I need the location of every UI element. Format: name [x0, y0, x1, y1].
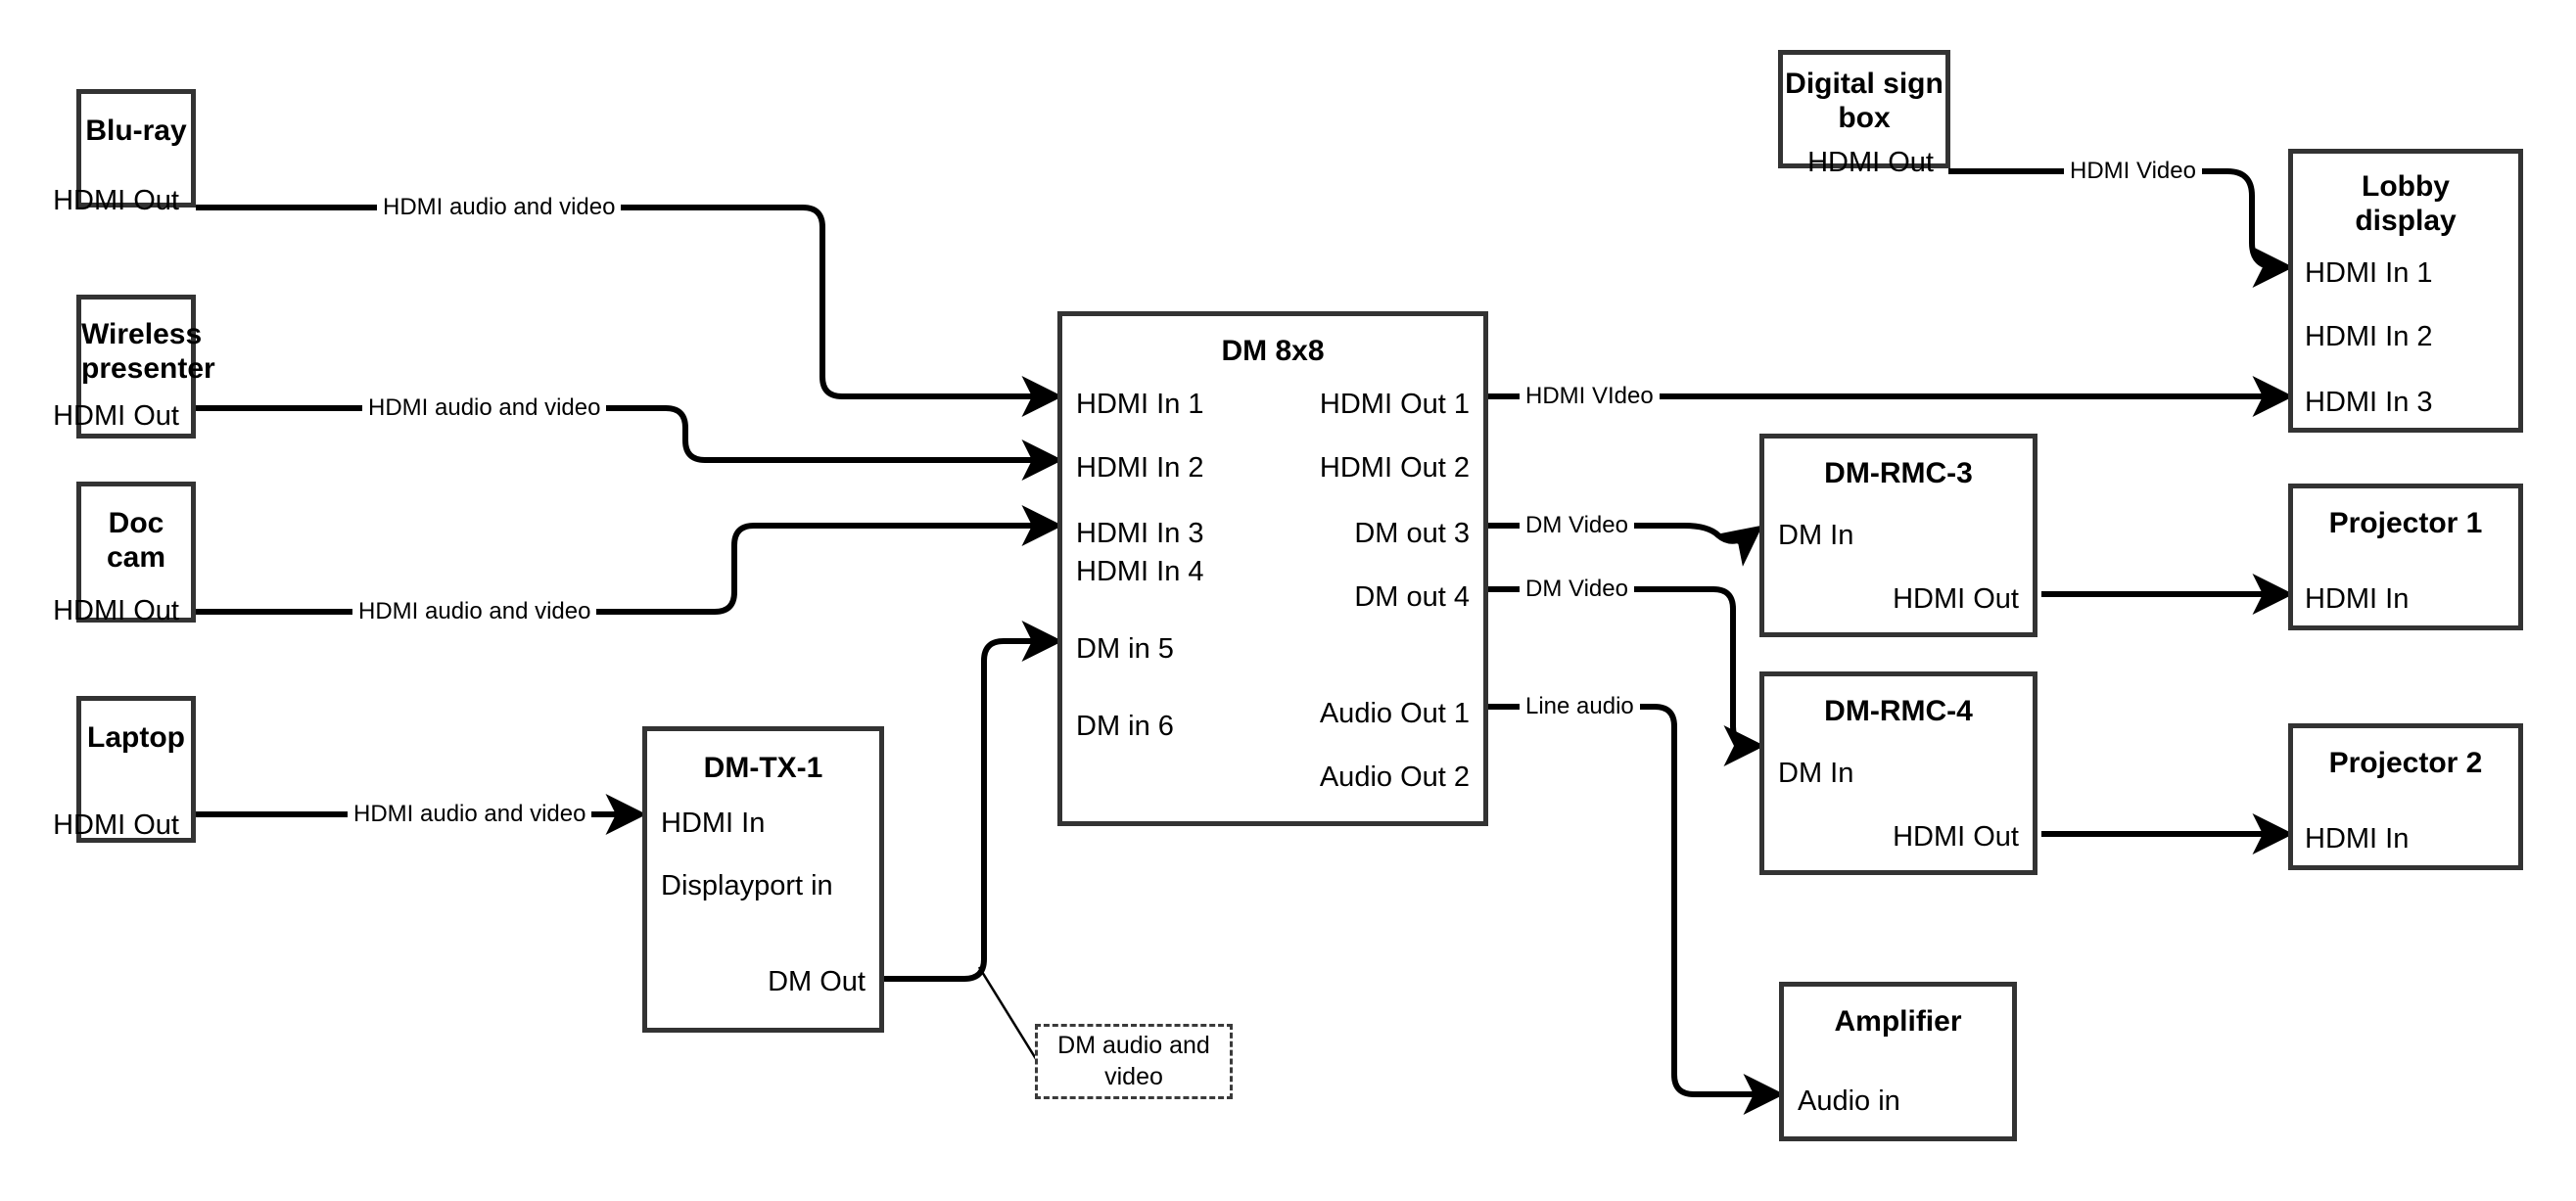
dm-rmc-4-port-dm-in: DM In: [1778, 758, 1854, 789]
dm-tx-1-title: DM-TX-1: [703, 752, 823, 784]
dm-rmc-4-title: DM-RMC-4: [1824, 695, 1973, 727]
dm-rmc-3-port-hdmi-out: HDMI Out: [1893, 583, 2019, 615]
projector-2-port-hdmi-in: HDMI In: [2305, 823, 2410, 855]
node-wireless-presenter[interactable]: Wireless presenter HDMI Out: [53, 295, 215, 439]
edge-label-audio-out-1-to-amp: Line audio: [1520, 695, 1640, 718]
dm-8x8-output-audio-out-2: Audio Out 2: [1319, 762, 1470, 793]
node-dm-rmc-4[interactable]: DM-RMC-4 DM In HDMI Out: [1759, 671, 2037, 875]
lobby-display-title-line1: Lobby: [2362, 170, 2450, 203]
dm-8x8-input-hdmi-in-1: HDMI In 1: [1076, 389, 1204, 420]
node-lobby-display[interactable]: Lobby display HDMI In 1 HDMI In 2 HDMI I…: [2288, 149, 2523, 433]
wire-bluray-to-dm-hdmi-in-1: [196, 205, 1063, 417]
bluray-port-hdmi-out: HDMI Out: [53, 185, 179, 216]
doc-cam-port-hdmi-out: HDMI Out: [53, 595, 179, 626]
wire-dmtx1-to-dm-in-5: [884, 621, 1063, 982]
dm-rmc-4-port-hdmi-out: HDMI Out: [1893, 821, 2019, 853]
dm-8x8-input-dm-in-5: DM in 5: [1076, 633, 1174, 665]
edge-label-signbox-to-lobby: HDMI Video: [2064, 160, 2202, 183]
bluray-title: Blu-ray: [85, 115, 187, 147]
node-laptop[interactable]: Laptop HDMI Out: [53, 696, 196, 843]
wireless-presenter-title-line1: Wireless: [81, 318, 203, 350]
amplifier-port-audio-in: Audio in: [1798, 1086, 1900, 1117]
node-dm-rmc-3[interactable]: DM-RMC-3 DM In HDMI Out: [1759, 434, 2037, 637]
dm-tx-1-port-dm-out: DM Out: [768, 966, 866, 997]
digital-sign-box-title-line1: Digital sign: [1785, 68, 1944, 100]
laptop-port-hdmi-out: HDMI Out: [53, 809, 179, 841]
node-projector-2[interactable]: Projector 2 HDMI In: [2288, 723, 2523, 870]
callout-dm-audio-and-video: DM audio and video: [1035, 1024, 1233, 1099]
edge-label-doccam-to-dm: HDMI audio and video: [352, 600, 597, 624]
dm-8x8-input-hdmi-in-4: HDMI In 4: [1076, 556, 1204, 587]
dm-8x8-input-hdmi-in-3: HDMI In 3: [1076, 518, 1204, 549]
wire-dm-out-4-to-dmrmc4-dm-in: [1488, 586, 1765, 766]
wire-doccam-to-dm-hdmi-in-3: [196, 505, 1063, 615]
edge-label-hdmi-out-1-to-lobby: HDMI VIdeo: [1520, 385, 1660, 408]
node-dm-8x8[interactable]: DM 8x8 HDMI In 1 HDMI In 2 HDMI In 3 HDM…: [1057, 311, 1488, 826]
dm-rmc-3-title: DM-RMC-3: [1824, 457, 1973, 489]
node-dm-tx-1[interactable]: DM-TX-1 HDMI In Displayport in DM Out: [642, 726, 884, 1033]
dm-8x8-output-hdmi-out-2: HDMI Out 2: [1319, 452, 1470, 484]
wire-callout-leader-dm-audio-video: [977, 966, 1040, 1063]
projector-1-title: Projector 1: [2328, 507, 2483, 539]
edge-label-wireless-to-dm: HDMI audio and video: [362, 396, 607, 420]
wireless-presenter-title-line2: presenter: [81, 352, 215, 385]
dm-8x8-output-dm-out-3: DM out 3: [1354, 518, 1470, 549]
dm-tx-1-port-hdmi-in: HDMI In: [661, 808, 766, 839]
dm-8x8-title: DM 8x8: [1221, 335, 1325, 367]
dm-rmc-3-port-dm-in: DM In: [1778, 520, 1854, 551]
node-doc-cam[interactable]: Doc cam HDMI Out: [53, 482, 196, 625]
dm-8x8-output-hdmi-out-1: HDMI Out 1: [1319, 389, 1470, 420]
dm-8x8-output-dm-out-4: DM out 4: [1354, 581, 1470, 613]
node-amplifier[interactable]: Amplifier Audio in: [1779, 982, 2017, 1141]
projector-1-port-hdmi-in: HDMI In: [2305, 583, 2410, 615]
lobby-display-port-hdmi-in-3: HDMI In 3: [2305, 387, 2433, 418]
lobby-display-port-hdmi-in-1: HDMI In 1: [2305, 257, 2433, 289]
edge-label-laptop-to-tx: HDMI audio and video: [348, 803, 592, 826]
lobby-display-port-hdmi-in-2: HDMI In 2: [2305, 321, 2433, 352]
wireless-presenter-port-hdmi-out: HDMI Out: [53, 400, 179, 432]
digital-sign-box-title-line2: box: [1838, 102, 1891, 134]
dm-8x8-output-audio-out-1: Audio Out 1: [1319, 698, 1470, 729]
dm-8x8-input-hdmi-in-2: HDMI In 2: [1076, 452, 1204, 484]
edge-label-bluray-to-dm: HDMI audio and video: [377, 196, 622, 219]
wire-audio-out-1-to-amplifier-audio-in: [1488, 704, 1785, 1115]
edge-label-dm-out-3-to-rmc3: DM Video: [1520, 514, 1634, 537]
edge-label-dm-out-4-to-rmc4: DM Video: [1520, 577, 1634, 601]
wire-wireless-to-dm-hdmi-in-2: [196, 405, 1063, 481]
dm-8x8-input-dm-in-6: DM in 6: [1076, 711, 1174, 742]
node-digital-sign-box[interactable]: Digital sign box HDMI Out: [1778, 50, 1950, 177]
doc-cam-title: Doc cam: [106, 507, 166, 575]
node-projector-1[interactable]: Projector 1 HDMI In: [2288, 484, 2523, 630]
dm-tx-1-port-displayport-in: Displayport in: [661, 870, 833, 901]
lobby-display-title-line2: display: [2355, 205, 2457, 237]
laptop-title: Laptop: [87, 721, 185, 754]
wire-signbox-to-lobby-hdmi-in-1: [1948, 168, 2294, 288]
amplifier-title: Amplifier: [1834, 1005, 1962, 1038]
digital-sign-box-port-hdmi-out: HDMI Out: [1807, 147, 1934, 178]
node-bluray[interactable]: Blu-ray HDMI Out: [53, 89, 196, 215]
projector-2-title: Projector 2: [2328, 747, 2483, 779]
